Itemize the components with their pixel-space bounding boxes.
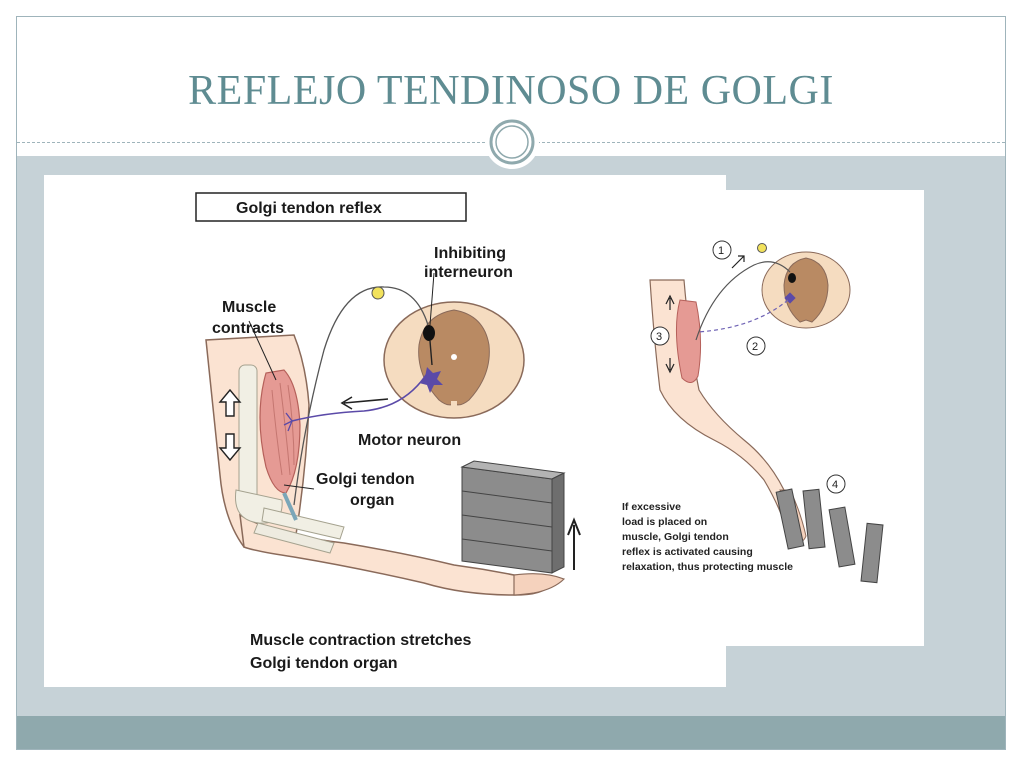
label-inhibiting: Inhibiting bbox=[434, 245, 506, 262]
label-interneuron: interneuron bbox=[424, 264, 513, 281]
motor-end-branches bbox=[283, 412, 293, 432]
note-line-2: load is placed on bbox=[622, 516, 707, 528]
gto-leader-line bbox=[283, 484, 315, 490]
figure-title: Golgi tendon reflex bbox=[236, 200, 382, 217]
right-motor-path bbox=[697, 299, 789, 333]
label-contracts: contracts bbox=[212, 320, 284, 337]
spinal-cord-section bbox=[383, 301, 525, 419]
interneuron-axon bbox=[429, 340, 433, 366]
muscle-leader-line bbox=[248, 320, 277, 381]
slide-frame bbox=[16, 16, 1006, 750]
svg-text:2: 2 bbox=[752, 341, 758, 353]
ulna-bone bbox=[253, 522, 335, 554]
step-2-badge: 2 bbox=[746, 336, 766, 356]
contraction-arrow-up-icon bbox=[218, 388, 242, 417]
inhibiting-interneuron-icon bbox=[423, 325, 435, 341]
figure-title-box bbox=[195, 192, 467, 222]
footer-band bbox=[17, 716, 1005, 749]
label-motor-neuron: Motor neuron bbox=[358, 432, 461, 449]
hand bbox=[513, 573, 566, 596]
overload-note: If excessive load is placed on muscle, G… bbox=[622, 501, 793, 573]
step-3-badge: 3 bbox=[650, 326, 670, 346]
motor-neuron-body-icon bbox=[419, 367, 443, 393]
dorsal-root-ganglion-icon bbox=[371, 286, 385, 300]
muscle-fibers bbox=[271, 382, 295, 476]
note-line-1: If excessive bbox=[622, 501, 681, 513]
right-arrow-1-icon bbox=[731, 255, 745, 269]
right-sensory-path bbox=[695, 261, 791, 341]
right-arrow-3-icon bbox=[665, 294, 675, 374]
falling-weights bbox=[775, 488, 884, 584]
note-line-3: muscle, Golgi tendon bbox=[622, 531, 729, 543]
circle-ornament-icon bbox=[485, 115, 539, 169]
weight-block bbox=[460, 460, 566, 574]
motor-direction-arrow-icon bbox=[340, 396, 389, 410]
step-1-badge: 1 bbox=[712, 240, 732, 260]
motor-neuron-axon bbox=[291, 374, 427, 422]
slide-title: REFLEJO TENDINOSO DE GOLGI bbox=[188, 68, 834, 114]
svg-text:1: 1 bbox=[718, 245, 724, 257]
lift-arrow-icon bbox=[567, 517, 581, 570]
label-golgi-tendon: Golgi tendon bbox=[316, 471, 415, 488]
golgi-overload-diagram: 1 2 3 4 If excessive load is placed on m… bbox=[604, 190, 924, 646]
svg-text:3: 3 bbox=[656, 331, 662, 343]
interneuron-leader-line bbox=[429, 272, 435, 326]
caption-line-1: Muscle contraction stretches bbox=[250, 632, 472, 649]
label-muscle: Muscle bbox=[222, 299, 276, 316]
radius-bone bbox=[261, 507, 345, 540]
right-ganglion-icon bbox=[757, 243, 767, 253]
svg-text:4: 4 bbox=[832, 479, 838, 491]
tendon bbox=[282, 492, 298, 521]
label-organ: organ bbox=[350, 492, 394, 509]
right-spinal-cord bbox=[761, 251, 851, 329]
right-interneuron-icon bbox=[788, 273, 796, 283]
note-line-5: relaxation, thus protecting muscle bbox=[622, 561, 793, 573]
step-4-badge: 4 bbox=[826, 474, 846, 494]
contraction-arrow-down-icon bbox=[218, 433, 242, 462]
sensory-neuron bbox=[293, 286, 429, 506]
caption-line-2: Golgi tendon organ bbox=[250, 655, 398, 672]
note-line-4: reflex is activated causing bbox=[622, 546, 753, 558]
right-muscle bbox=[675, 299, 702, 383]
